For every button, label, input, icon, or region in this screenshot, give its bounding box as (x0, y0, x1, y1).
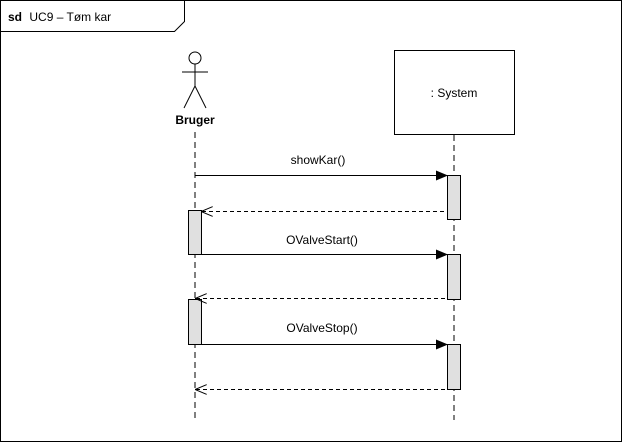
actor-activation-bar (188, 299, 202, 345)
message-label: showKar() (291, 153, 346, 167)
system-lifeline-label: : System (431, 86, 478, 100)
system-activation-bar (447, 344, 461, 390)
actor-label: Bruger (175, 113, 215, 127)
system-lifeline-box (394, 50, 515, 135)
system-activation-bar (447, 254, 461, 300)
actor-activation-bar (188, 210, 202, 255)
actor-icon (182, 51, 208, 109)
frame-tab (0, 0, 185, 32)
message-label: OValveStop() (286, 321, 357, 335)
message-label: OValveStart() (286, 233, 358, 247)
frame-heading: sd UC9 – Tøm kar (8, 10, 111, 24)
system-activation-bar (447, 175, 461, 220)
frame-title: UC9 – Tøm kar (29, 10, 111, 24)
frame-keyword: sd (8, 10, 22, 24)
